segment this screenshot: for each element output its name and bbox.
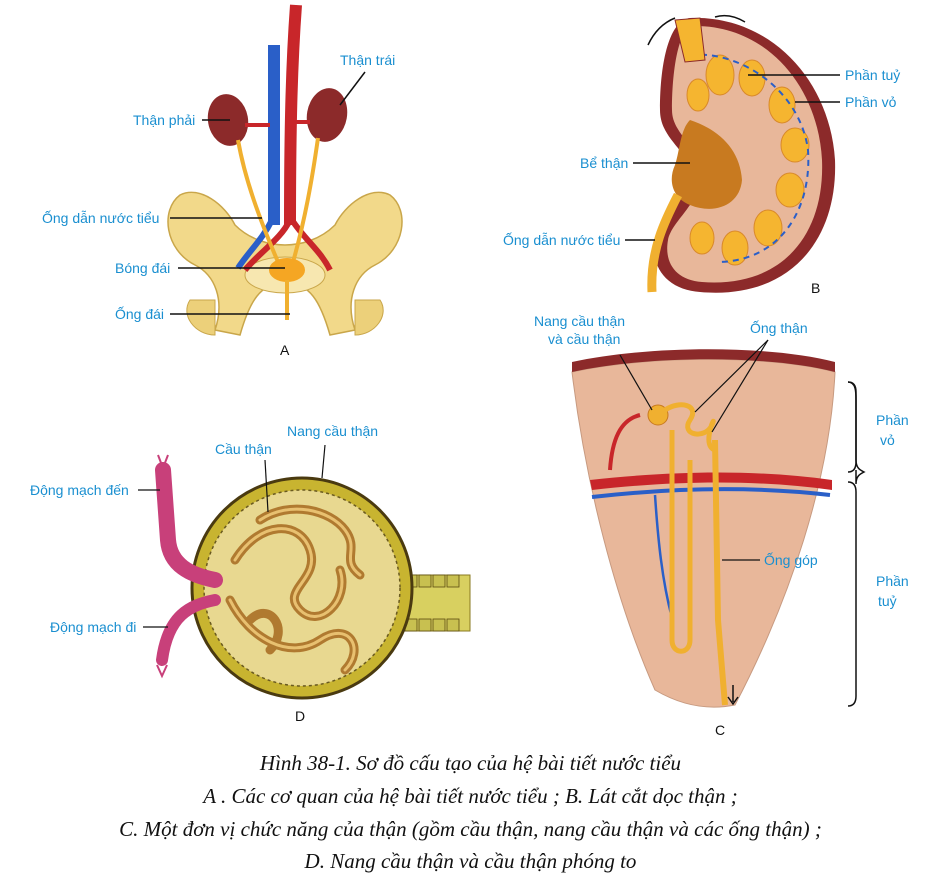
caption-line-c: C. Một đơn vị chức năng của thận (gồm cầ… <box>119 817 822 841</box>
artery-branch <box>608 413 641 471</box>
panel-a-urinary-system <box>167 4 403 336</box>
label-bong-dai: Bóng đái <box>115 260 171 276</box>
arcuate-band <box>590 472 832 490</box>
iliac-artery-right <box>289 218 333 272</box>
panel-letter-a: A <box>280 342 290 358</box>
label-nang-cau-than-c-1: Nang cầu thận <box>534 313 626 329</box>
panel-letter-c: C <box>715 722 726 738</box>
convoluted-tubule <box>663 402 717 453</box>
panel-c-nephron <box>571 339 866 708</box>
ureter-left <box>291 137 320 263</box>
label-be-than: Bể thận <box>580 155 629 171</box>
caption-line-d: D. Nang cầu thận và cầu thận phóng to <box>304 849 637 873</box>
cut-arrow-right <box>714 14 746 23</box>
renal-pelvis <box>671 120 742 209</box>
label-cau-than: Cầu thận <box>215 441 272 457</box>
label-dong-mach-di: Động mạch đi <box>50 619 137 635</box>
bladder <box>269 258 305 282</box>
nephron-tissue <box>571 358 836 708</box>
label-phan-vo-b: Phần vỏ <box>845 94 897 110</box>
caption-title: Hình 38-1. Sơ đồ cấu tạo của hệ bài tiết… <box>259 751 682 775</box>
collecting-arrow <box>727 685 739 706</box>
capillary-highlights <box>228 507 362 672</box>
panel-b-kidney-section <box>625 14 840 293</box>
label-ong-dan-nuoc-tieu-b: Ống dẫn nước tiểu <box>503 232 621 248</box>
iliac-vein-left <box>235 218 275 270</box>
panel-d-glomerulus <box>138 444 471 700</box>
label-dong-mach-den: Động mạch đến <box>30 482 129 498</box>
label-nang-cau-than-d: Nang cầu thận <box>287 423 379 439</box>
label-nang-cau-than-c-2: và cầu thận <box>548 331 621 347</box>
vena-cava <box>268 45 280 225</box>
glomerulus-c <box>647 404 669 426</box>
label-ong-than: Ống thận <box>750 320 808 336</box>
medullary-pyramids <box>686 54 810 266</box>
label-than-trai: Thận trái <box>340 52 396 68</box>
label-phan-tuy-b: Phần tuỷ <box>845 67 901 83</box>
label-phan-tuy-c-1: Phần <box>876 573 909 589</box>
arteriole-arrow-bottom <box>156 664 168 679</box>
cut-arrow-left <box>647 17 676 46</box>
arteriole-arrow-top <box>157 454 169 471</box>
cut-wedge <box>674 17 706 63</box>
pelvis-right-wing <box>354 299 384 336</box>
label-than-phai: Thận phải <box>133 112 196 128</box>
loop-of-henle <box>669 430 693 654</box>
pelvis-left-wing <box>186 299 216 336</box>
label-phan-vo-c-2: vỏ <box>880 432 895 448</box>
capsule-top <box>572 349 835 372</box>
label-ong-dai: Ống đái <box>115 306 165 322</box>
afferent-arteriole <box>155 462 223 588</box>
ureter-b <box>647 192 682 293</box>
label-phan-tuy-c-2: tuỷ <box>878 593 897 609</box>
collecting-duct <box>712 439 728 706</box>
panel-letter-b: B <box>811 280 821 296</box>
tuy-bracket <box>847 481 857 707</box>
efferent-arteriole <box>156 594 221 666</box>
cortex-boundary <box>689 53 810 263</box>
label-ong-dan-nuoc-tieu-a: Ống dẫn nước tiểu <box>42 210 160 226</box>
label-ong-gop: Ống góp <box>764 552 818 568</box>
ureter-right <box>236 139 280 263</box>
left-kidney <box>306 88 348 142</box>
vo-bracket-main <box>847 381 857 473</box>
vein-branch <box>653 494 674 619</box>
caption-line-a-b: A . Các cơ quan của hệ bài tiết nước tiể… <box>203 784 738 808</box>
aorta <box>284 4 302 226</box>
label-phan-vo-c-1: Phần <box>876 412 909 428</box>
panel-letter-d: D <box>295 708 306 724</box>
